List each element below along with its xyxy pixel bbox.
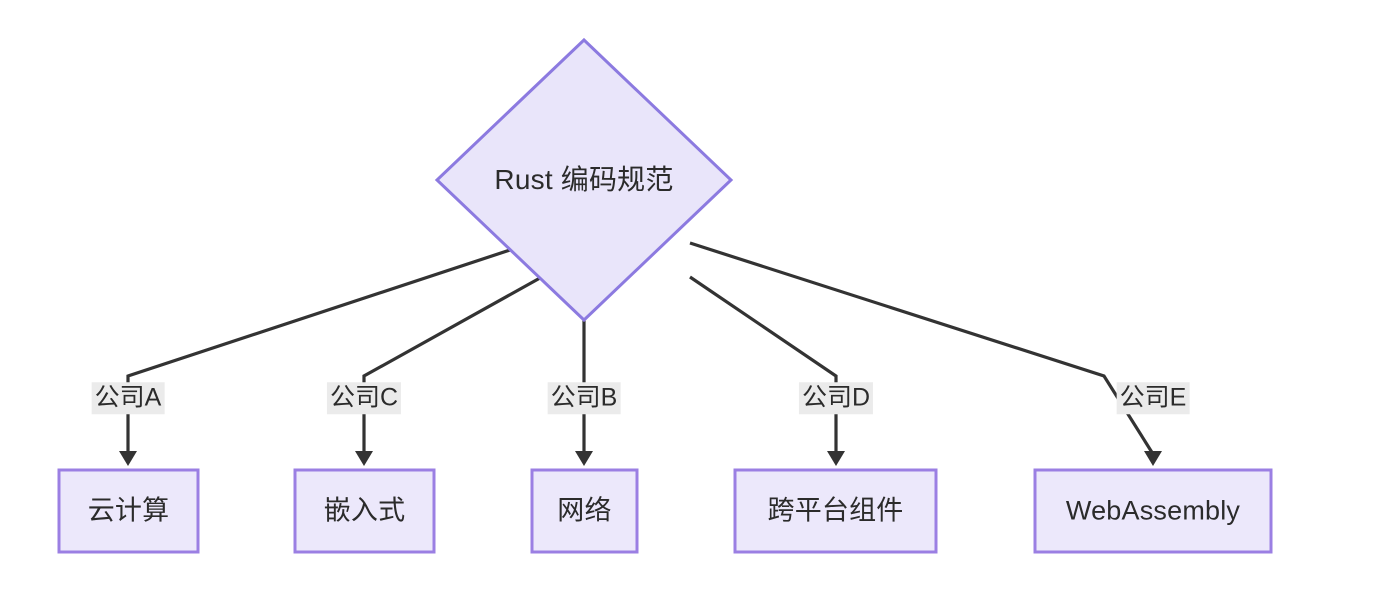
edge-line [126,248,511,454]
edge-e2[interactable] [355,276,541,466]
nodes-layer [57,37,1273,554]
edge-line [689,241,1155,455]
arrow-head-icon [1144,451,1162,466]
node-n1-rect[interactable] [57,468,200,554]
edge-label-e2: 公司C [326,382,402,414]
edge-line [362,276,541,454]
arrow-head-icon [355,451,373,466]
edge-e1[interactable] [119,248,511,466]
node-n5-rect[interactable] [1033,468,1273,554]
arrow-head-icon [119,451,137,466]
edge-label-e4: 公司D [798,382,874,414]
edge-line [689,275,838,454]
edge-e4[interactable] [689,275,845,466]
node-n2-rect[interactable] [293,468,436,554]
edge-label-e5: 公司E [1116,382,1190,414]
edge-label-e1: 公司A [91,382,165,414]
node-n4-rect[interactable] [733,468,938,554]
edge-label-e3: 公司B [547,382,621,414]
edges-layer [119,241,1162,466]
node-n3-rect[interactable] [530,468,639,554]
edge-e5[interactable] [689,241,1162,466]
arrow-head-icon [575,451,593,466]
node-root-diamond[interactable] [434,37,734,323]
arrow-head-icon [827,451,845,466]
edge-e3[interactable] [575,320,593,466]
